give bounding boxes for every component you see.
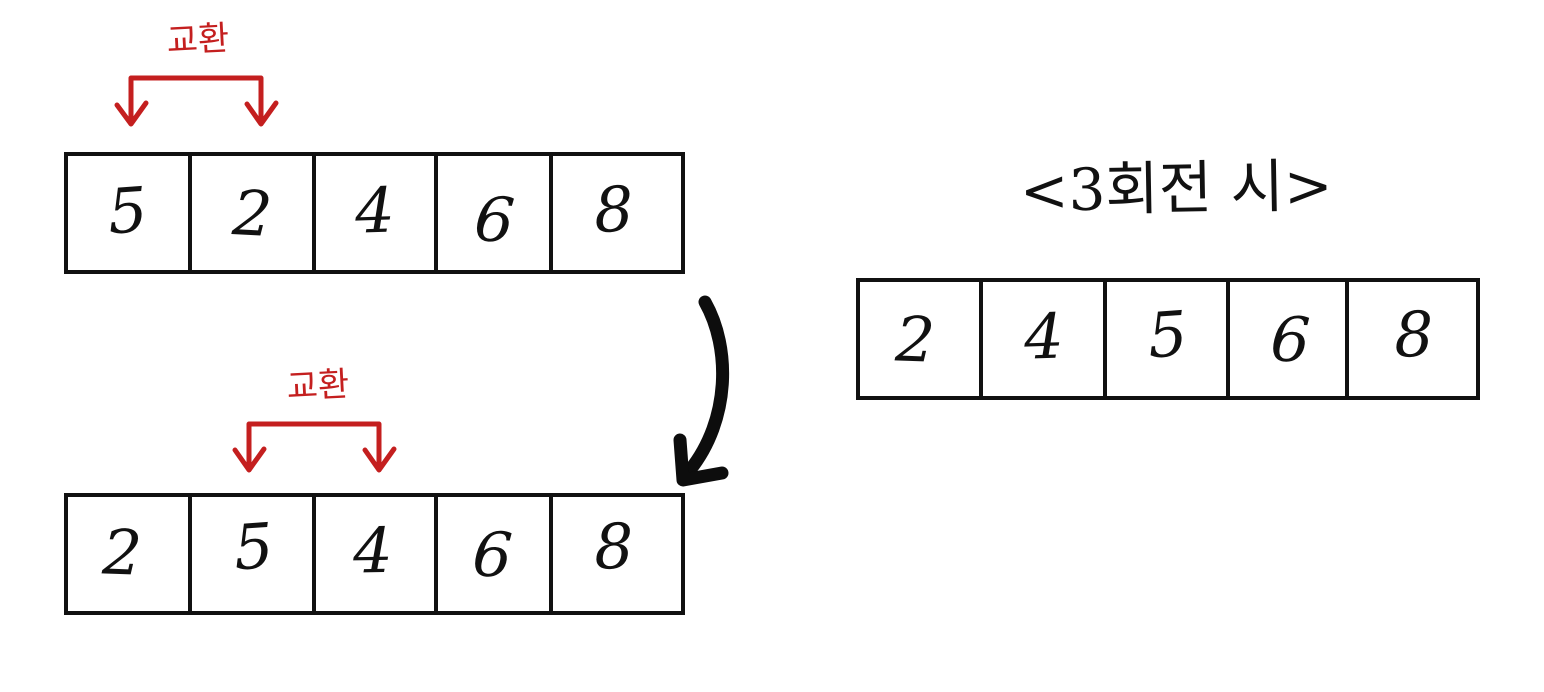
array-cell-value: 8	[593, 509, 635, 583]
swap-bracket-middle	[246, 421, 382, 471]
array-cell-value: 6	[470, 517, 514, 593]
array-outline-top	[64, 152, 685, 274]
curved-arrow-shaft	[683, 295, 730, 477]
curved-arrow-head	[673, 433, 729, 487]
curved-down-arrow	[673, 295, 730, 487]
swap-arrowhead-left-middle	[232, 446, 267, 473]
swap-arrowhead-left-top	[114, 100, 149, 127]
array-cell-value: 2	[100, 515, 143, 589]
array-cell-value: 4	[352, 514, 394, 588]
swap-bracket-top	[128, 75, 264, 125]
array-cell-value: 5	[231, 509, 275, 585]
swap-annotation-middle: 교환	[232, 364, 397, 473]
array-outline-middle	[64, 493, 685, 615]
array-cell-value: 6	[1269, 302, 1312, 377]
swap-annotation-top: 교환	[114, 18, 279, 127]
swap-arrowhead-right-middle	[362, 446, 397, 473]
array-cell-value: 5	[1145, 297, 1189, 373]
swap-arrowhead-right-top	[244, 100, 279, 127]
array-cell-value: 2	[893, 302, 936, 376]
array-cell-value: 8	[1393, 297, 1435, 371]
array-outline-right	[856, 278, 1480, 400]
array-row-middle: 2 5 4 6 8	[64, 493, 685, 615]
swap-label-middle: 교환	[286, 364, 351, 407]
result-title: <3회전 시>	[1019, 152, 1333, 225]
array-cell-value: 2	[230, 176, 274, 251]
array-row-right: 2 4 5 6 8	[856, 278, 1480, 400]
array-cell-value: 4	[353, 173, 396, 247]
array-row-top: 5 2 4 6 8	[64, 152, 685, 274]
swap-label-top: 교환	[166, 18, 231, 61]
array-cell-value: 4	[1022, 299, 1065, 373]
array-cell-value: 6	[472, 182, 518, 258]
array-cell-value: 5	[105, 173, 149, 249]
array-cell-value: 8	[592, 172, 635, 247]
